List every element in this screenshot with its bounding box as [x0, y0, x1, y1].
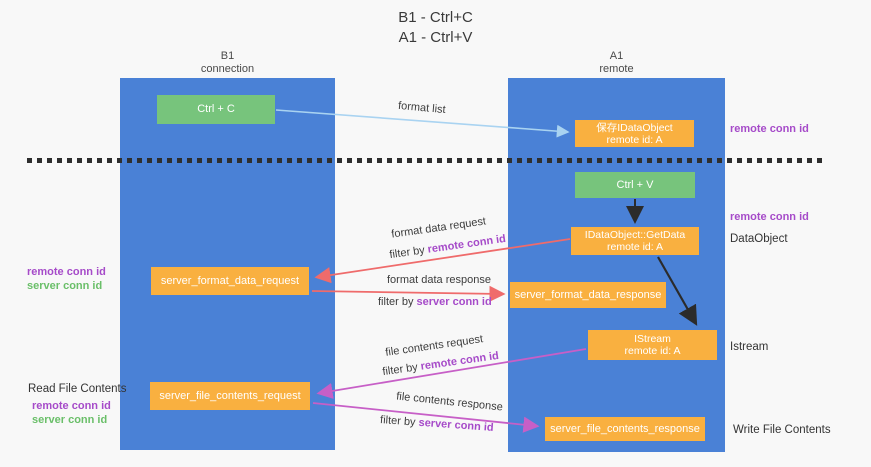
node-ctrl-v: Ctrl + V — [575, 172, 695, 198]
node-istream: IStream remote id: A — [588, 330, 717, 360]
label-format-list: format list — [397, 99, 447, 117]
label-server-conn-id-left-1: server conn id — [27, 280, 103, 292]
node-format-response-label: server_format_data_response — [514, 288, 662, 301]
node-format-request-label: server_format_data_request — [160, 274, 300, 287]
node-ctrl-v-label: Ctrl + V — [616, 178, 654, 191]
node-file-response-label: server_file_contents_response — [550, 422, 700, 435]
label-write-file-contents: Write File Contents — [733, 424, 831, 436]
label-remote-conn-id-left-1: remote conn id — [27, 266, 106, 278]
label-dataobject: DataObject — [730, 233, 788, 245]
arrow-format-data-response — [311, 285, 506, 302]
node-server-file-contents-request: server_file_contents_request — [150, 382, 310, 410]
label-server-conn-id-left-2: server conn id — [32, 414, 108, 426]
lane-b1-role: connection — [200, 63, 255, 75]
lane-header-a1: A1 remote — [508, 50, 725, 76]
label-filter-server-conn-2: filter by server conn id — [379, 414, 494, 434]
node-istream-line1: IStream — [634, 333, 671, 345]
node-istream-line2: remote id: A — [624, 345, 681, 357]
label-istream: Istream — [730, 341, 769, 353]
node-ctrl-c-label: Ctrl + C — [197, 103, 235, 115]
node-file-request-label: server_file_contents_request — [159, 389, 301, 402]
node-save-idataobject: 保存IDataObject remote id: A — [575, 120, 694, 147]
node-save-idataobject-line1: 保存IDataObject — [596, 121, 673, 134]
label-format-data-response: format data response — [387, 274, 491, 286]
node-idataobject-getdata: IDataObject::GetData remote id: A — [571, 227, 699, 255]
title-line-1: B1 - Ctrl+C — [398, 9, 473, 26]
node-getdata-line2: remote id: A — [606, 241, 664, 253]
label-remote-conn-id-left-2: remote conn id — [32, 400, 111, 412]
node-getdata-line1: IDataObject::GetData — [584, 229, 686, 241]
label-remote-conn-id-right-1: remote conn id — [730, 123, 809, 135]
lane-header-b1: B1 connection — [120, 50, 335, 76]
lane-a1-name: A1 — [609, 50, 624, 62]
node-server-format-data-request: server_format_data_request — [151, 267, 309, 295]
node-save-idataobject-line2: remote id: A — [606, 133, 663, 146]
label-remote-conn-id-right-2: remote conn id — [730, 211, 809, 223]
node-ctrl-c: Ctrl + C — [157, 95, 275, 124]
phase-separator-dashed-line — [27, 158, 826, 163]
title-line-2: A1 - Ctrl+V — [398, 29, 473, 46]
lane-b1-name: B1 — [220, 50, 235, 62]
lane-a1-role: remote — [599, 63, 634, 75]
diagram-title: B1 - Ctrl+C A1 - Ctrl+V — [0, 8, 871, 48]
label-read-file-contents: Read File Contents — [28, 383, 127, 395]
label-filter-server-conn-1: filter by server conn id — [378, 296, 492, 308]
node-server-format-data-response: server_format_data_response — [510, 282, 666, 308]
node-server-file-contents-response: server_file_contents_response — [545, 417, 705, 441]
label-file-contents-response: file contents response — [395, 390, 504, 414]
